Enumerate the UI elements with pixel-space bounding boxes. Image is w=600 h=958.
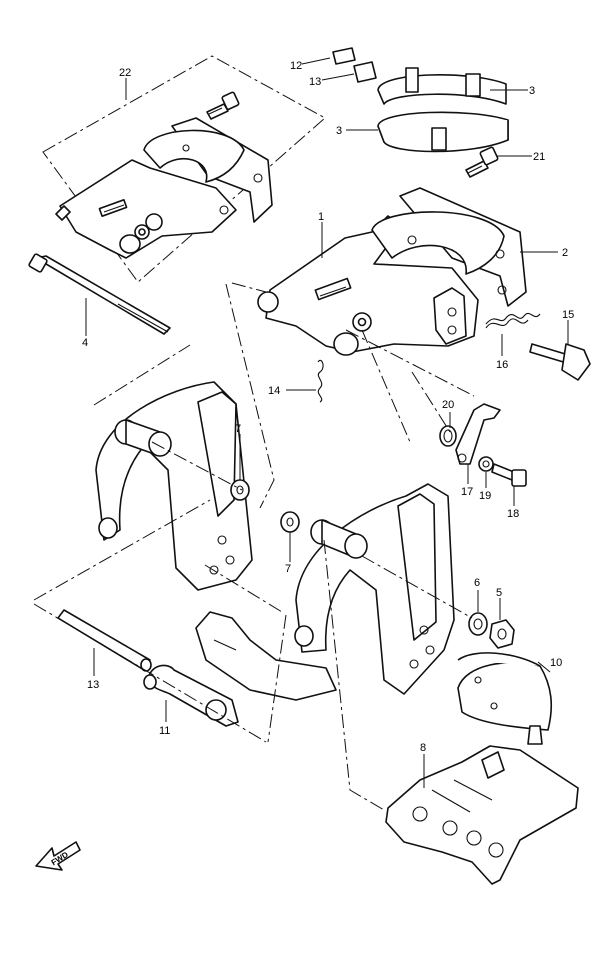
pad-14: [353, 61, 377, 83]
screw-15: [529, 343, 591, 381]
bushing-upper-3: [377, 67, 507, 105]
bolt-inset: [206, 91, 240, 120]
callout-7-upper: 7: [235, 423, 241, 435]
band-9: [457, 652, 553, 745]
callout-19: 19: [479, 490, 491, 502]
callout-22: 22: [119, 67, 131, 79]
callout-5: 5: [496, 587, 502, 599]
callout-17: 17: [461, 486, 473, 498]
inset-frame-22: [42, 55, 326, 283]
washer-6: [468, 612, 488, 636]
callout-14: 13: [309, 76, 321, 88]
washer-7-right: [280, 511, 300, 533]
spring-20: [439, 425, 457, 447]
lever-17: [455, 403, 501, 465]
callout-3-upper: 3: [529, 85, 535, 97]
leader-lines: [85, 57, 569, 788]
callout-11: 13: [87, 679, 99, 691]
bushing-lower-3: [377, 111, 509, 153]
callout-labels: 22 12 13 3 3 21 1 2 4 15 16 14 20 7 17 1…: [82, 60, 574, 754]
bolt-18: [491, 463, 527, 487]
callout-15: 15: [562, 309, 574, 321]
washer-19: [478, 456, 494, 472]
callout-3-lower: 3: [336, 125, 342, 137]
callout-9: 10: [550, 657, 562, 669]
shaft-11: [57, 609, 152, 672]
fwd-arrow-icon: FWD: [35, 841, 81, 871]
callout-18: 18: [507, 508, 519, 520]
callout-4: 4: [82, 337, 88, 349]
bolt-21: [465, 146, 499, 178]
clamp-2: [371, 187, 527, 307]
callout-8: 8: [420, 742, 426, 754]
swivel-bracket-inset: [55, 117, 273, 259]
callout-16: 16: [496, 359, 508, 371]
callout-13: 12: [290, 60, 302, 72]
callout-12: 14: [268, 385, 280, 397]
nut-5: [489, 619, 515, 649]
stern-bracket-right: [294, 483, 455, 695]
stopper-10: [143, 664, 239, 727]
stern-bracket-left: [95, 381, 253, 591]
callout-7-lower: 7: [285, 563, 291, 575]
bracket-8: [385, 745, 579, 885]
assembly-lines: [33, 282, 475, 811]
spring-12: [317, 359, 324, 403]
swivel-bracket-1: [257, 215, 479, 356]
washer-7-left: [230, 479, 250, 501]
bolt-4: [28, 253, 171, 335]
spring-16: [485, 312, 541, 329]
callout-20: 20: [442, 399, 454, 411]
callout-21: 21: [533, 151, 545, 163]
pad-13: [332, 47, 356, 65]
callout-2: 2: [562, 247, 568, 259]
callout-6: 6: [474, 577, 480, 589]
callout-10: 11: [159, 725, 170, 737]
callout-1: 1: [318, 211, 324, 223]
tilt-plate: [195, 611, 337, 701]
